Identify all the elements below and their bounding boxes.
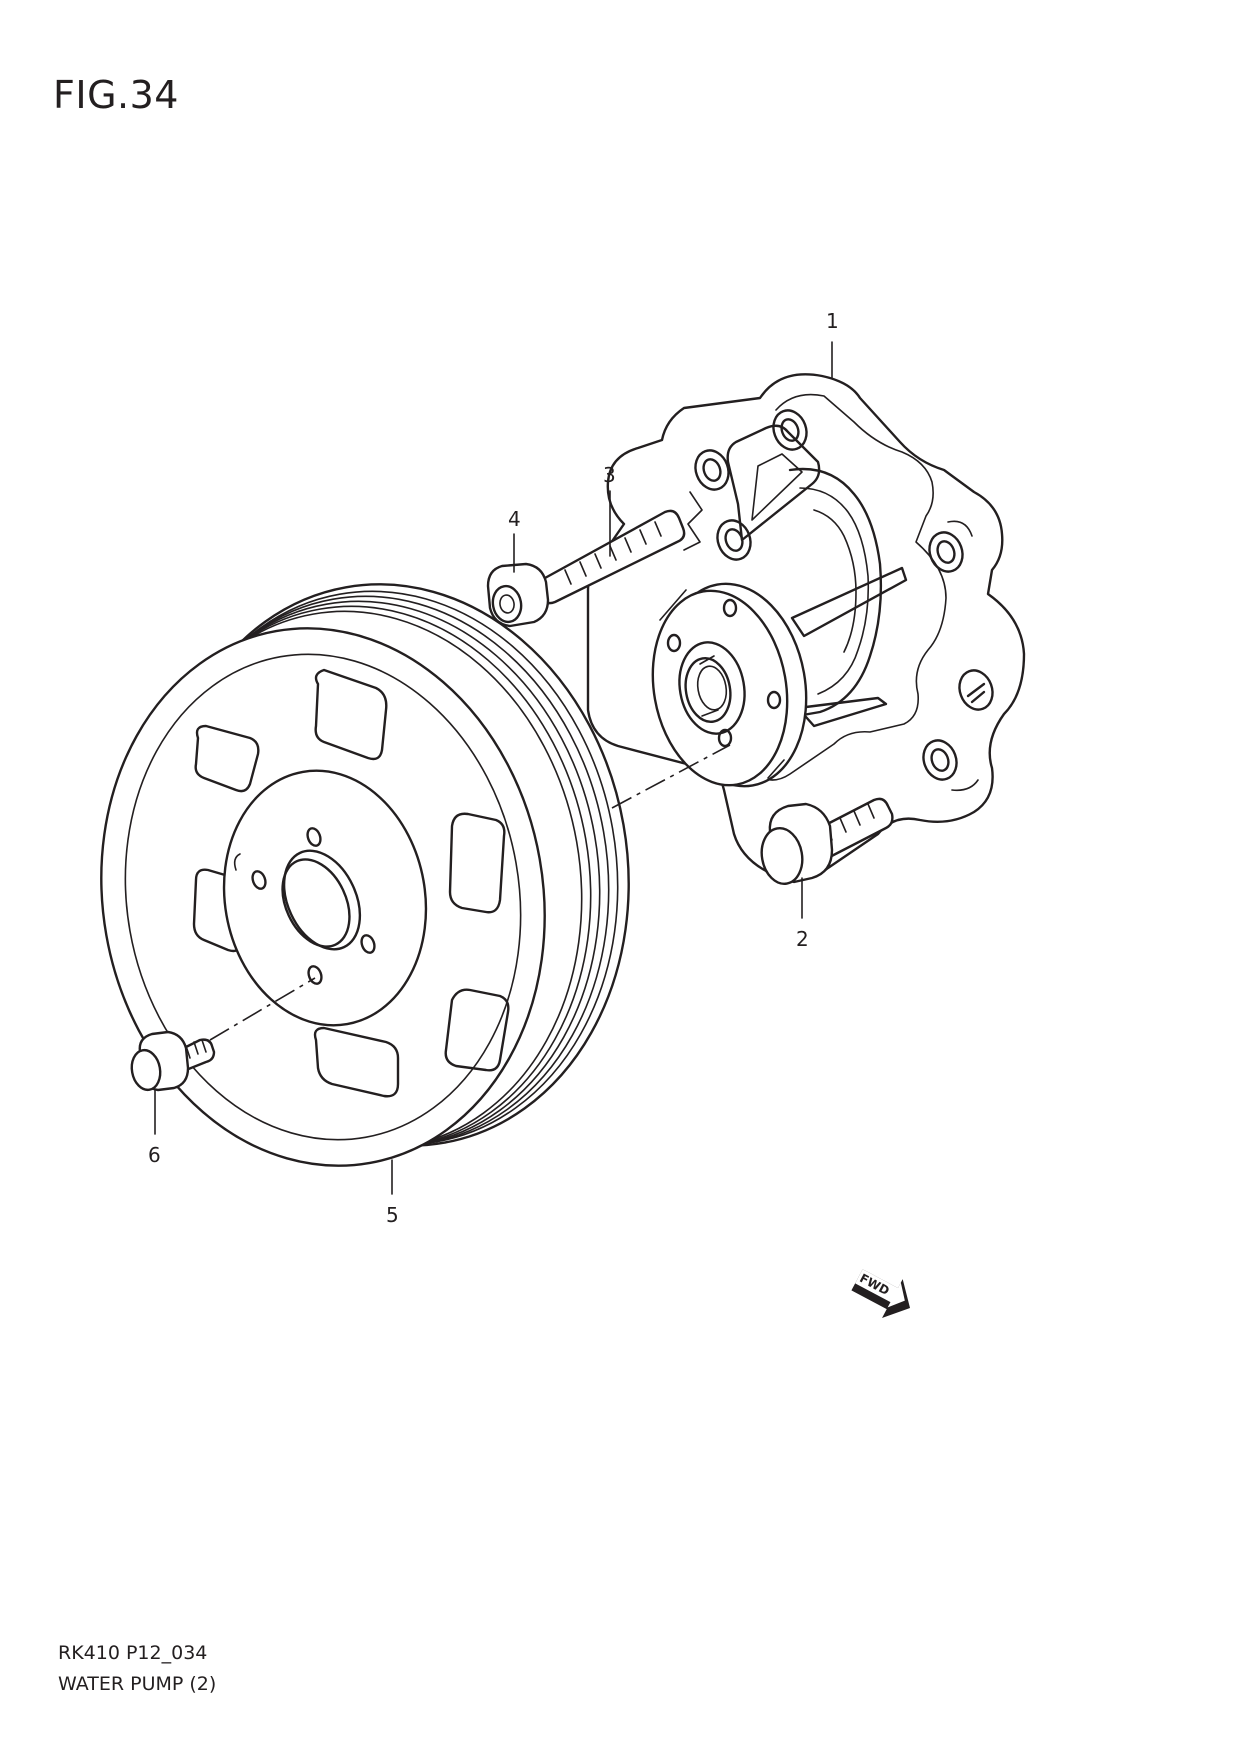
callout-5: 5	[386, 1203, 399, 1227]
diagram-code: RK410 P12_034	[58, 1642, 208, 1664]
assembly-lines	[209, 744, 731, 1041]
callout-6: 6	[148, 1143, 161, 1167]
callout-1: 1	[826, 309, 839, 333]
flange-nut[interactable]	[486, 562, 550, 628]
water-pump[interactable]	[586, 373, 1026, 881]
callout-labels: 1 2 3 4 5 6	[148, 309, 839, 1227]
forward-direction-icon: FWD	[851, 1269, 911, 1318]
callout-4: 4	[508, 507, 521, 531]
leader-lines	[154, 341, 833, 1195]
callout-3: 3	[603, 463, 616, 487]
pulley-bolt[interactable]	[129, 1030, 216, 1092]
callout-2: 2	[796, 927, 809, 951]
diagram-name: WATER PUMP (2)	[58, 1673, 217, 1695]
pump-flange-bolt[interactable]	[757, 797, 894, 887]
crank-pulley[interactable]	[59, 547, 672, 1201]
figure-title: FIG.34	[53, 73, 179, 117]
